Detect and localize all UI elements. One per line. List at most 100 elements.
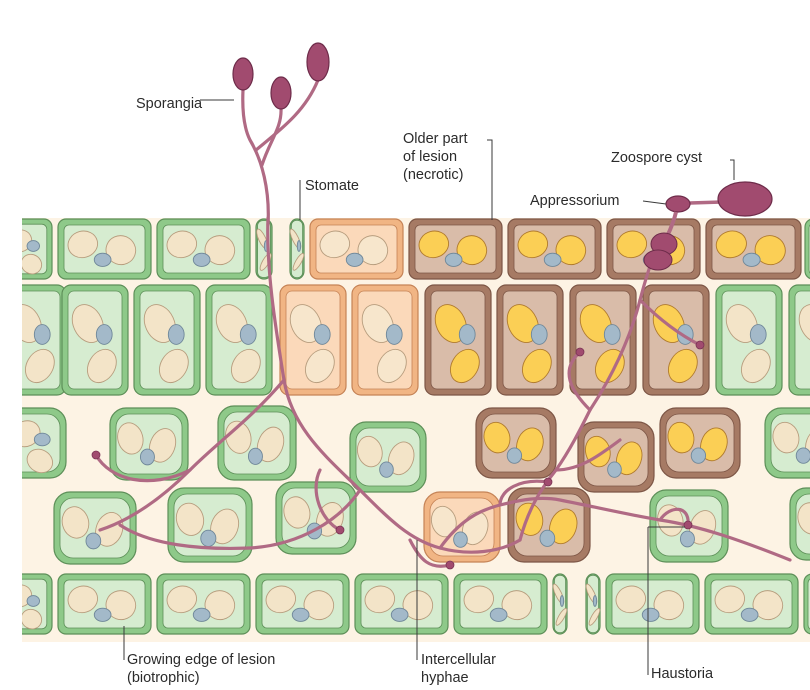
nucleus (168, 325, 184, 345)
nucleus (750, 325, 766, 345)
spongy-mesophyll-cell (790, 488, 810, 560)
lower-epidermis-cell (584, 574, 602, 634)
lower-epidermis-cell (454, 574, 547, 634)
nucleus (507, 448, 521, 463)
spongy-mesophyll-cell (765, 408, 810, 478)
palisade-cell (280, 285, 346, 395)
nucleus (34, 433, 50, 446)
nucleus (560, 596, 563, 607)
infection-vesicle (644, 250, 672, 270)
upper-epidermis-cell (58, 219, 151, 279)
upper-epidermis-cell (409, 219, 502, 279)
nucleus (593, 596, 596, 607)
palisade-cell (716, 285, 782, 395)
leader-line (487, 140, 492, 220)
haustorium (544, 478, 552, 486)
nucleus (544, 253, 561, 266)
nucleus (691, 448, 705, 463)
intercellular-label-line2: hyphae (421, 670, 469, 687)
sporangium (307, 43, 329, 81)
palisade-cell (352, 285, 418, 395)
germ-tube (690, 202, 722, 203)
lower-epidermis-cell (355, 574, 448, 634)
upper-epidermis-cell (288, 219, 306, 279)
older-part-label-line3: (necrotic) (403, 167, 463, 184)
lower-epidermis-cell (0, 574, 52, 634)
upper-epidermis-cell (157, 219, 250, 279)
lower-epidermis-cell (551, 574, 569, 634)
palisade-cell (206, 285, 272, 395)
upper-epidermis-cell (508, 219, 601, 279)
haustoria-label: Haustoria (651, 666, 713, 683)
upper-epidermis-cell (0, 219, 52, 279)
lower-epidermis-cell (804, 574, 810, 634)
lower-epidermis-cell (606, 574, 699, 634)
zoospore-cyst-label: Zoospore cyst (611, 150, 702, 167)
lower-epidermis-cell (705, 574, 798, 634)
nucleus (680, 531, 694, 547)
nucleus (27, 241, 39, 252)
nucleus (34, 325, 50, 345)
sporangium (233, 58, 253, 90)
lower-epidermis-cell (256, 574, 349, 634)
nucleus (608, 462, 622, 477)
nucleus (531, 325, 547, 345)
nucleus (445, 253, 462, 266)
nucleus (346, 253, 363, 266)
spongy-mesophyll-cell (0, 408, 66, 478)
nucleus (380, 462, 394, 477)
nucleus (540, 530, 555, 546)
haustorium (336, 526, 344, 534)
haustorium (684, 521, 692, 529)
nucleus (391, 608, 408, 621)
palisade-cell (497, 285, 563, 395)
intercellular-label-line1: Intercellular (421, 652, 496, 669)
spongy-mesophyll-cell (476, 408, 556, 478)
nucleus (642, 608, 659, 621)
nucleus (140, 449, 154, 465)
nucleus (240, 325, 256, 345)
upper-epidermis-cell (706, 219, 801, 279)
sporangium (271, 77, 291, 109)
growing-edge-label-line1: Growing edge of lesion (127, 652, 275, 669)
nucleus (386, 325, 402, 345)
haustorium (696, 341, 704, 349)
nucleus (248, 448, 262, 464)
spongy-mesophyll-cell (218, 406, 296, 480)
upper-epidermis-cell (805, 219, 810, 279)
palisade-cell (425, 285, 491, 395)
palisade-cell (643, 285, 709, 395)
nucleus (490, 608, 507, 621)
appressorium-label: Appressorium (530, 193, 619, 210)
nucleus (297, 241, 300, 252)
nucleus (459, 325, 475, 345)
lower-epidermis-cell (58, 574, 151, 634)
nucleus (741, 608, 758, 621)
palisade-cell (134, 285, 200, 395)
haustorium (576, 348, 584, 356)
spongy-mesophyll-cell (110, 408, 188, 480)
haustorium (92, 451, 100, 459)
leader-line (643, 201, 666, 204)
zoospore-cyst (718, 182, 772, 216)
sporangia-label: Sporangia (136, 96, 202, 113)
palisade-cell (62, 285, 128, 395)
nucleus (193, 608, 210, 621)
nucleus (201, 530, 216, 546)
nucleus (94, 608, 111, 621)
appressorium (666, 196, 690, 212)
nucleus (292, 608, 309, 621)
older-part-label-line1: Older part (403, 131, 467, 148)
lower-epidermis-cell (157, 574, 250, 634)
nucleus (796, 448, 810, 463)
growing-edge-label-line2: (biotrophic) (127, 670, 200, 687)
spongy-mesophyll-cell (350, 422, 426, 492)
stomate-label: Stomate (305, 178, 359, 195)
nucleus (314, 325, 330, 345)
upper-epidermis-cell (310, 219, 403, 279)
nucleus (454, 532, 468, 547)
nucleus (94, 253, 111, 266)
sporangiophore (233, 43, 329, 225)
spongy-mesophyll-cell (578, 422, 654, 492)
